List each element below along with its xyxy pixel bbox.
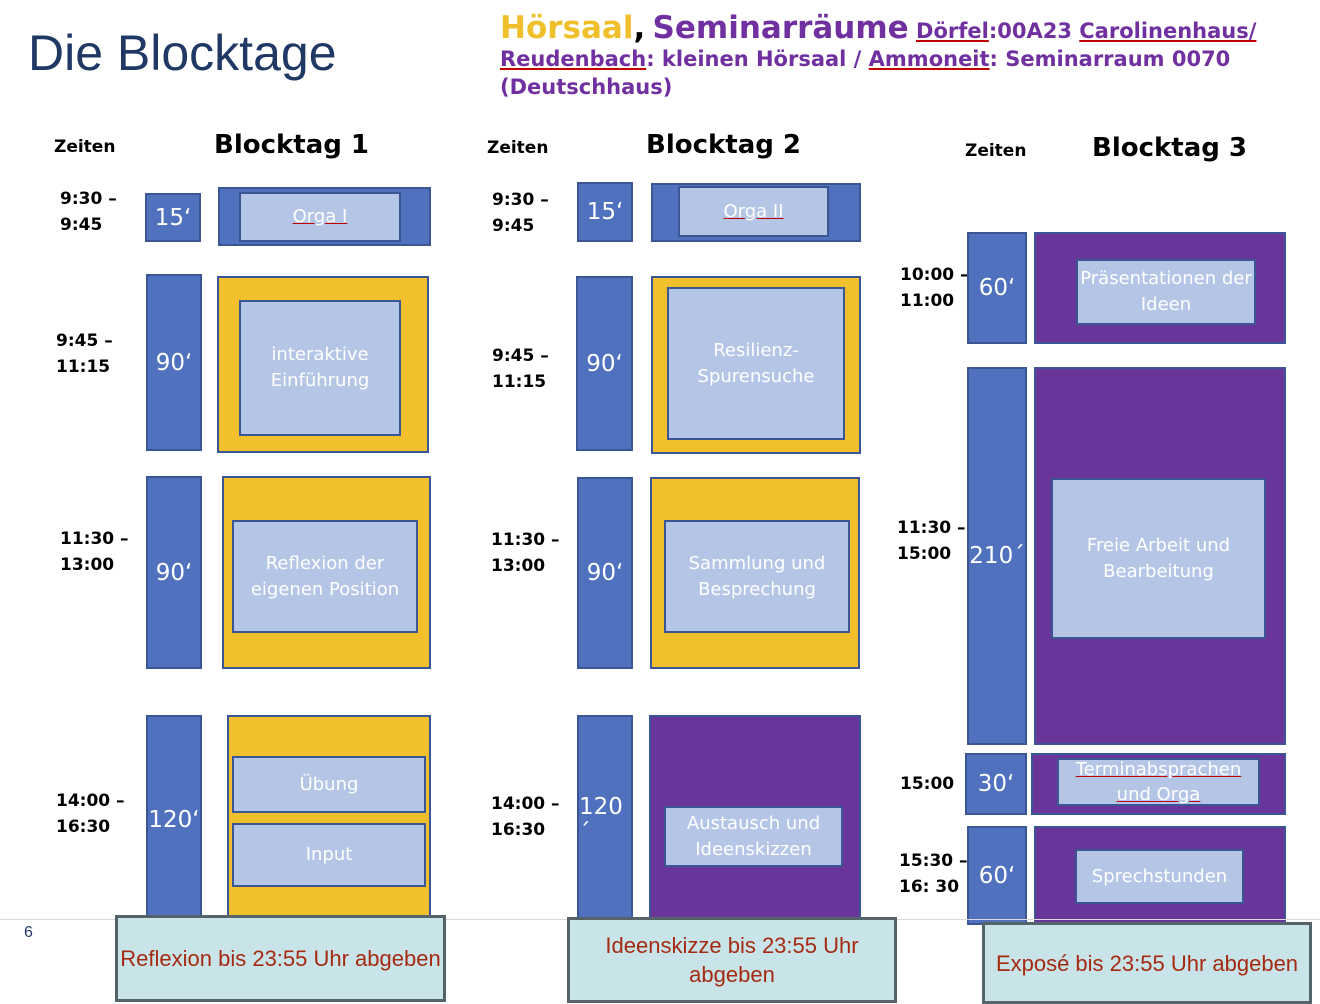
day3-slot1-duration: 60‘ bbox=[967, 232, 1027, 344]
day3-slot2-session: Freie Arbeit und Bearbeitung bbox=[1051, 478, 1266, 639]
day3-slot4-duration: 60‘ bbox=[967, 826, 1027, 925]
reudenbach-name: Reudenbach bbox=[500, 47, 647, 71]
seminarraeume-label: Seminarräume bbox=[652, 10, 909, 46]
day1-slot1-time: 9:30 – 9:45 bbox=[60, 189, 117, 235]
day2-deadline: Ideenskizze bis 23:55 Uhr abgeben bbox=[567, 917, 897, 1003]
reudenbach-room: : kleinen Hörsaal / bbox=[646, 47, 869, 71]
day3-slot4-session: Sprechstunden bbox=[1075, 849, 1244, 904]
day2-slot1-time: 9:30 – 9:45 bbox=[492, 190, 549, 236]
day1-title: Blocktag 1 bbox=[214, 130, 370, 160]
day2-slot3-duration: 90‘ bbox=[577, 477, 633, 669]
day2-slot1-duration: 15‘ bbox=[577, 182, 633, 242]
day2-title: Blocktag 2 bbox=[646, 130, 802, 160]
day2-slot2-session: Resilienz-Spurensuche bbox=[667, 287, 845, 440]
day1-slot2-time: 9:45 – 11:15 bbox=[56, 331, 113, 377]
day1-slot1-label: Orga I bbox=[292, 206, 348, 227]
deutschhaus-label: (Deutschhaus) bbox=[500, 75, 673, 99]
room-info: Hörsaal, Seminarräume Dörfel:00A23 Carol… bbox=[500, 13, 1290, 101]
day1-slot1-duration: 15‘ bbox=[145, 193, 201, 242]
ammoneit-room: : Seminarraum 0070 bbox=[989, 47, 1231, 71]
day3-title: Blocktag 3 bbox=[1092, 133, 1248, 163]
day1-slot3-session: Reflexion der eigenen Position bbox=[232, 520, 418, 633]
day1-slot4-duration: 120‘ bbox=[146, 715, 202, 925]
day1-slot4-time: 14:00 – 16:30 bbox=[56, 791, 125, 837]
doerfel-name: Dörfel bbox=[916, 19, 989, 43]
day1-slot2-session: interaktive Einführung bbox=[239, 300, 401, 436]
day2-slot2-duration: 90‘ bbox=[576, 276, 633, 451]
day1-slot3-time: 11:30 – 13:00 bbox=[60, 529, 129, 575]
day2-slot4-duration: 120´ bbox=[577, 715, 633, 925]
day3-slot2-time: 11:30 – 15:00 bbox=[897, 518, 966, 564]
day1-slot1-session: Orga I bbox=[239, 192, 401, 242]
day3-slot3-session: Terminabsprachen und Orga bbox=[1057, 758, 1260, 806]
day3-slot3-duration: 30‘ bbox=[965, 753, 1027, 815]
day1-slot3-duration: 90‘ bbox=[146, 476, 202, 669]
day3-slot2-duration: 210´ bbox=[967, 367, 1027, 745]
ammoneit-name: Ammoneit bbox=[868, 47, 990, 71]
day2-slot2-time: 9:45 – 11:15 bbox=[492, 346, 549, 392]
doerfel-room: :00A23 bbox=[988, 19, 1072, 43]
day1-zeiten-header: Zeiten bbox=[54, 137, 116, 157]
day1-deadline: Reflexion bis 23:55 Uhr abgeben bbox=[115, 915, 446, 1002]
day3-slot3-label: Terminabsprachen und Orga bbox=[1075, 759, 1242, 805]
day3-slot1-session: Präsentationen der Ideen bbox=[1076, 259, 1256, 325]
day2-slot4-session: Austausch und Ideenskizzen bbox=[664, 806, 843, 867]
page-number: 6 bbox=[24, 924, 33, 941]
day2-slot3-time: 11:30 – 13:00 bbox=[491, 530, 560, 576]
day2-zeiten-header: Zeiten bbox=[487, 138, 549, 158]
carolinenhaus-name: Carolinenhaus/ bbox=[1079, 19, 1257, 43]
hoersaal-label: Hörsaal bbox=[500, 10, 634, 46]
day2-slot4-time: 14:00 – 16:30 bbox=[491, 794, 560, 840]
day3-slot3-time: 15:00 bbox=[900, 774, 955, 794]
day3-deadline: Exposé bis 23:55 Uhr abgeben bbox=[982, 922, 1312, 1004]
day3-zeiten-header: Zeiten bbox=[965, 141, 1027, 161]
rooms-comma: , bbox=[633, 10, 646, 46]
day1-slot4-session-uebung: Übung bbox=[232, 756, 426, 813]
day2-slot1-label: Orga II bbox=[723, 200, 784, 222]
day3-slot1-time: 10:00 – 11:00 bbox=[900, 265, 969, 311]
day2-slot3-session: Sammlung und Besprechung bbox=[664, 520, 850, 633]
day3-slot4-time: 15:30 – 16: 30 bbox=[899, 851, 968, 897]
day1-slot2-duration: 90‘ bbox=[146, 274, 202, 451]
day2-slot1-session: Orga II bbox=[678, 186, 829, 237]
day1-slot4-session-input: Input bbox=[232, 823, 426, 887]
day1-slot4-box bbox=[227, 715, 431, 925]
page-title: Die Blocktage bbox=[28, 25, 337, 81]
